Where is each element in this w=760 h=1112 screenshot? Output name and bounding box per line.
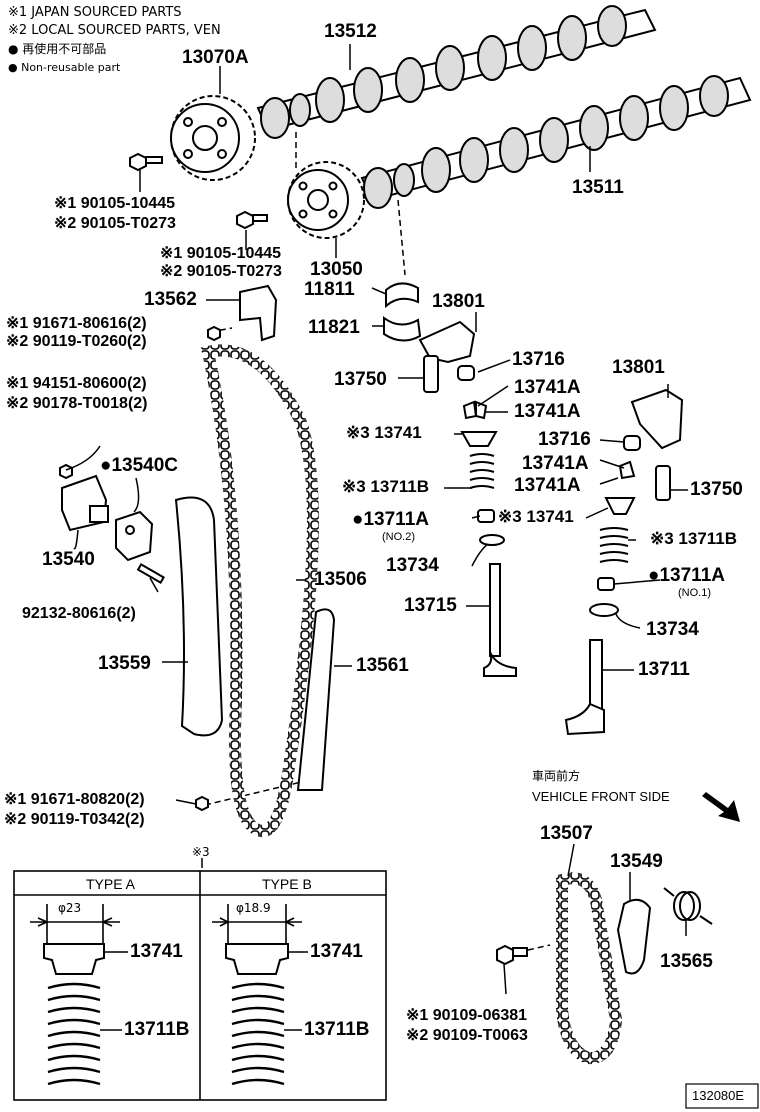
label-13741A-b: 13741A: [514, 401, 581, 422]
label-13549: 13549: [610, 851, 663, 872]
rocker-arm-13801: [418, 320, 684, 450]
label-front-en: VEHICLE FRONT SIDE: [532, 789, 670, 804]
type-a-seat: 13741: [130, 941, 183, 962]
label-13559: 13559: [98, 653, 151, 674]
label-13750-b: 13750: [690, 479, 743, 500]
label-13734-a: 13734: [386, 555, 439, 576]
camshaft-13512: [256, 5, 657, 139]
label-13070A: 13070A: [182, 47, 249, 68]
label-13562: 13562: [144, 289, 197, 310]
label-13741A-a: 13741A: [514, 377, 581, 398]
label-mark-3: ※3: [192, 845, 210, 859]
spring-13565: [663, 887, 713, 925]
timing-chain-13506: [200, 344, 319, 838]
label-13540C: ●13540C: [100, 455, 179, 476]
type-b-diameter: φ18.9: [236, 901, 271, 915]
label-bolt-1-a: ※1 90105-10445: [54, 195, 176, 212]
label-13561: 13561: [356, 655, 409, 676]
type-a-spring-label: 13711B: [124, 1019, 190, 1040]
label-13711A-b-no: (NO.1): [678, 587, 711, 599]
label-13741A-c: 13741A: [522, 453, 589, 474]
chain-slipper-13559: [174, 496, 224, 737]
timing-chain-13507: [556, 872, 623, 1065]
illustration-number-frame: [685, 1083, 759, 1109]
label-bolt-6-a: ※1 90109-06381: [406, 1007, 528, 1024]
label-bolt-6-b: ※2 90109-T0063: [406, 1027, 528, 1044]
label-13511: 13511: [572, 177, 624, 198]
cam-timing-gear-13050: [287, 161, 365, 239]
valve-spring-13711B: [469, 453, 629, 563]
label-13716-a: 13716: [512, 349, 565, 370]
label-bolt-3-a: ※1 91671-80616(2): [6, 315, 147, 332]
chain-damper-13561: [296, 608, 336, 791]
label-13741-a: ※3 13741: [346, 423, 422, 442]
note-non-reusable-jp: ● 再使用不可部品: [8, 42, 107, 56]
type-b-header: TYPE B: [262, 876, 312, 892]
label-13711B-a: ※3 13711B: [342, 477, 430, 496]
type-b-spring-label: 13711B: [304, 1019, 370, 1040]
bearing-11811: [383, 282, 422, 342]
valve-13715: [483, 563, 605, 736]
type-a-retainer: [43, 943, 289, 975]
illustration-number: 132080E: [692, 1088, 745, 1103]
label-bolt-2-a: ※1 90105-10445: [160, 245, 282, 262]
note-local-sourced: ※2 LOCAL SOURCED PARTS, VEN: [8, 23, 221, 38]
label-13565: 13565: [660, 951, 713, 972]
type-b-seat: 13741: [310, 941, 363, 962]
label-13711A-a-no: (NO.2): [382, 531, 415, 543]
label-13734-b: 13734: [646, 619, 699, 640]
label-13507: 13507: [540, 823, 593, 844]
note-japan-sourced: ※1 JAPAN SOURCED PARTS: [8, 5, 182, 20]
label-13506: 13506: [314, 569, 367, 590]
label-bolt-4-a: ※1 94151-80600(2): [6, 375, 147, 392]
label-13750-a: 13750: [334, 369, 387, 390]
type-table: [13, 870, 387, 1101]
cam-timing-gear-13070A: [170, 95, 256, 181]
chain-tensioner-13540: [61, 474, 165, 584]
label-stud: 92132-80616(2): [22, 605, 136, 622]
vehicle-front-arrow-icon: [702, 792, 740, 822]
label-bolt-2-b: ※2 90105-T0273: [160, 263, 282, 280]
label-13741-b: ※3 13741: [498, 507, 574, 526]
note-non-reusable-en: ● Non-reusable part: [8, 61, 121, 74]
label-bolt-1-b: ※2 90105-T0273: [54, 215, 176, 232]
label-13711B-b: ※3 13711B: [650, 529, 738, 548]
type-a-spring: [47, 982, 285, 1086]
type-a-diameter: φ23: [58, 901, 82, 915]
label-13512: 13512: [324, 21, 377, 42]
chain-guide-13562: [239, 284, 278, 342]
valve-keepers: [457, 365, 641, 480]
lash-adjuster-13750: [423, 355, 671, 501]
label-13741A-d: 13741A: [514, 475, 581, 496]
label-bolt-5-a: ※1 91671-80820(2): [4, 791, 145, 808]
label-13711A-b: ●13711A: [648, 565, 725, 586]
label-11811: 11811: [304, 279, 355, 300]
camshaft-13511: [360, 75, 752, 209]
label-bolt-5-b: ※2 90119-T0342(2): [4, 811, 145, 828]
label-13715: 13715: [404, 595, 457, 616]
label-13801-b: 13801: [612, 357, 665, 378]
label-bolt-4-b: ※2 90178-T0018(2): [6, 395, 148, 412]
type-a-header: TYPE A: [86, 876, 136, 892]
label-13050: 13050: [310, 259, 363, 280]
label-13716-b: 13716: [538, 429, 591, 450]
label-front-jp: 車両前方: [532, 769, 581, 783]
label-bolt-3-b: ※2 90119-T0260(2): [6, 333, 147, 350]
label-13540: 13540: [42, 549, 95, 570]
label-13711A-a: ●13711A: [352, 509, 429, 530]
bolt-icon: [59, 152, 528, 966]
label-11821: 11821: [308, 317, 360, 338]
label-13711: 13711: [638, 659, 690, 680]
chain-tensioner-arm-13549: [616, 898, 652, 975]
label-13801-a: 13801: [432, 291, 485, 312]
spring-retainer-13741: [460, 431, 636, 515]
